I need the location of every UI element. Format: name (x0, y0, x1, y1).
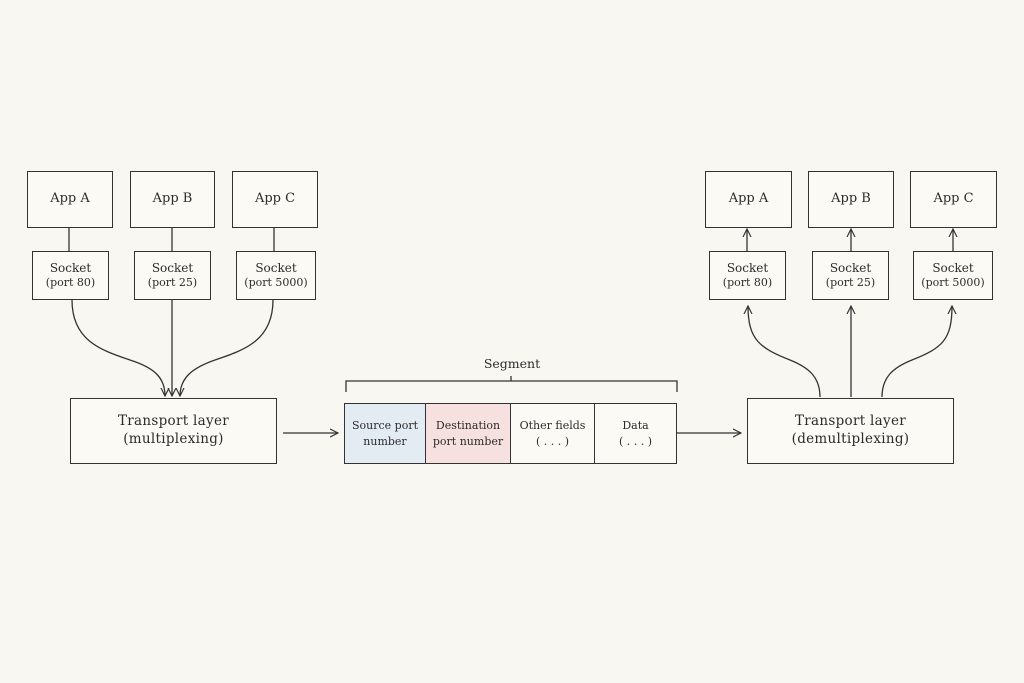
source-port-line1: Source port (351, 418, 418, 432)
sender-app-c: App C (232, 171, 318, 228)
sender-socket-25: Socket (port 25) (134, 251, 211, 300)
sender-socket-5000-arrow (180, 299, 274, 396)
segment: Source port number Destination port numb… (344, 403, 677, 464)
segment-label: Segment (483, 356, 541, 371)
destination-port-line1: Destination (435, 418, 501, 432)
receiver-transport-layer: Transport layer (demultiplexing) (747, 398, 954, 464)
segment-field-data: Data ( . . . ) (594, 404, 676, 463)
receiver-socket-80-port: (port 80) (722, 276, 773, 290)
sender-app-c-label: App C (254, 191, 296, 207)
receiver-app-b: App B (808, 171, 894, 228)
receiver-socket-25: Socket (port 25) (812, 251, 889, 300)
receiver-app-a-label: App A (728, 191, 769, 207)
sender-socket-80-port: (port 80) (45, 276, 96, 290)
sender-socket-80-arrow (71, 299, 165, 396)
receiver-socket-5000-arrow (881, 306, 952, 398)
sender-socket-5000-port: (port 5000) (244, 276, 308, 290)
segment-field-other-fields: Other fields ( . . . ) (510, 404, 594, 463)
data-field-line2: ( . . . ) (618, 434, 653, 448)
sender-socket-25-label: Socket (151, 260, 194, 275)
receiver-app-c-label: App C (933, 191, 974, 207)
sender-socket-5000-label: Socket (255, 260, 297, 275)
other-fields-line1: Other fields (519, 418, 586, 432)
receiver-socket-5000-label: Socket (932, 260, 974, 275)
destination-port-line2: port number (432, 434, 504, 448)
receiver-socket-80-arrow (748, 306, 821, 398)
sender-socket-80: Socket (port 80) (32, 251, 109, 300)
receiver-app-a: App A (705, 171, 792, 228)
source-port-line2: number (363, 434, 407, 448)
segment-field-source-port: Source port number (345, 404, 425, 463)
receiver-app-b-label: App B (831, 191, 871, 207)
receiver-app-c: App C (910, 171, 997, 228)
segment-bracket (345, 376, 678, 392)
sender-app-a-label: App A (50, 191, 90, 207)
sender-transport-title: Transport layer (117, 413, 229, 430)
receiver-transport-mode: (demultiplexing) (791, 431, 910, 447)
sender-socket-80-label: Socket (49, 260, 92, 275)
receiver-socket-25-label: Socket (829, 260, 872, 275)
sender-socket-25-port: (port 25) (147, 276, 198, 290)
sender-transport-mode: (multiplexing) (123, 431, 224, 447)
sender-app-b: App B (130, 171, 215, 228)
receiver-socket-25-port: (port 25) (825, 276, 876, 290)
receiver-transport-title: Transport layer (794, 413, 906, 430)
sender-transport-layer: Transport layer (multiplexing) (70, 398, 277, 464)
segment-field-destination-port: Destination port number (425, 404, 510, 463)
sender-app-a: App A (27, 171, 113, 228)
other-fields-line2: ( . . . ) (535, 434, 570, 448)
sender-socket-5000: Socket (port 5000) (236, 251, 316, 300)
receiver-socket-80: Socket (port 80) (709, 251, 786, 300)
receiver-socket-5000: Socket (port 5000) (913, 251, 993, 300)
receiver-socket-80-label: Socket (726, 260, 769, 275)
sender-app-b-label: App B (152, 191, 193, 207)
receiver-socket-5000-port: (port 5000) (921, 276, 985, 290)
data-field-line1: Data (622, 418, 649, 432)
